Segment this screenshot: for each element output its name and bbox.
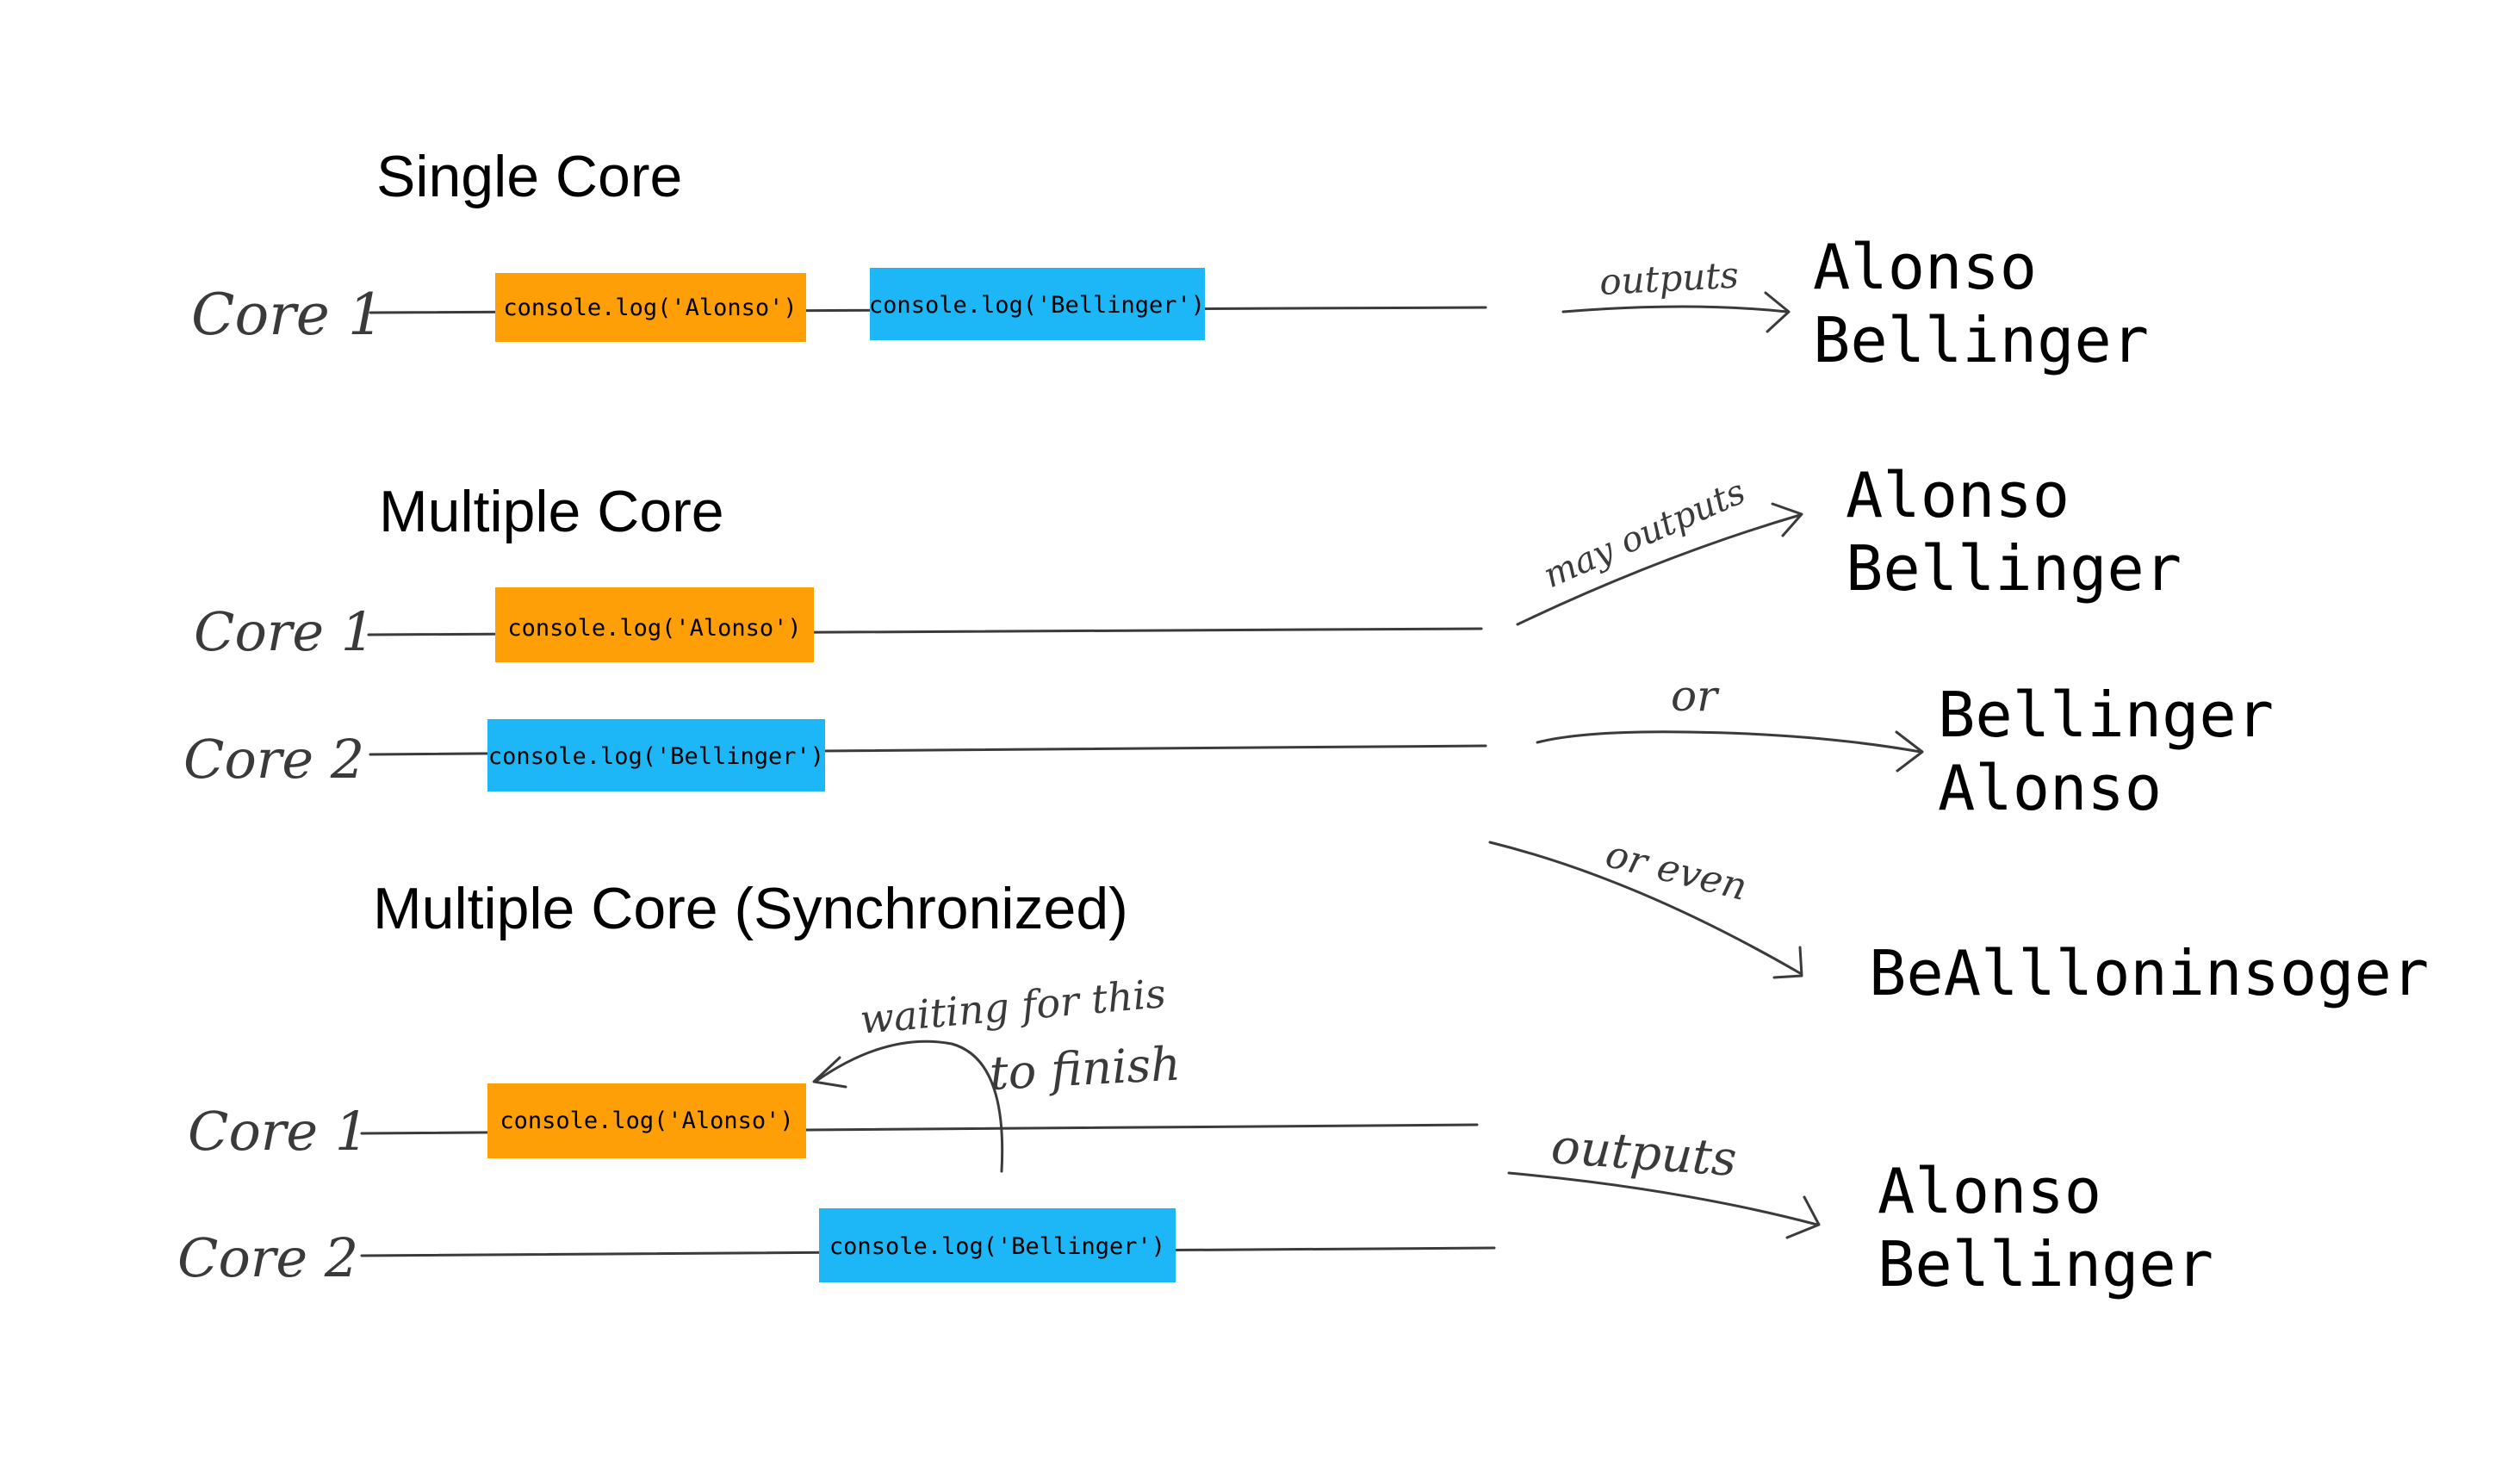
multiple-bellinger-box: [487, 719, 825, 791]
sync-output-line1: Alonso: [1878, 1155, 2101, 1227]
multiple-output1-line2: Bellinger: [1846, 532, 2182, 605]
sync-wait-label-line2: to finish: [988, 1036, 1182, 1101]
multiple-or-even-arrowhead: [1772, 946, 1803, 979]
multiple-output3: BeAllloninsoger: [1869, 937, 2429, 1009]
multiple-may-outputs-arrow: [1516, 513, 1802, 626]
single-output-line1: Alonso: [1813, 231, 2037, 303]
single-alonso-box: [495, 273, 806, 342]
sync-bellinger-box-label: console.log('Bellinger'): [829, 1233, 1165, 1260]
sync-core1-label: Core 1: [188, 1100, 369, 1163]
multiple-bellinger-box-label: console.log('Bellinger'): [488, 743, 824, 770]
sync-alonso-box-label: console.log('Alonso'): [500, 1108, 793, 1134]
single-core-title: Single Core: [376, 144, 682, 209]
sync-alonso-box: [487, 1083, 806, 1158]
sync-core2-label: Core 2: [177, 1226, 358, 1289]
single-outputs-arrow: [1561, 305, 1789, 313]
multiple-may-outputs-arrowhead: [1771, 502, 1803, 537]
multiple-or-arrowhead: [1895, 730, 1924, 773]
sync-wait-arrowhead: [812, 1056, 847, 1089]
sync-wait-label-line1: waiting for this: [858, 970, 1168, 1043]
multiple-or-even-label: or even: [1601, 832, 1751, 909]
single-outputs-arrowhead: [1764, 291, 1791, 333]
sync-wait-arrow: [815, 1039, 1004, 1173]
single-bellinger-box: [870, 268, 1205, 340]
multiple-or-even-arrow: [1488, 841, 1802, 975]
single-core1-label: Core 1: [191, 282, 384, 348]
single-bellinger-box-label: console.log('Bellinger'): [869, 292, 1205, 319]
multiple-output2-line1: Bellinger: [1938, 679, 2274, 751]
sync-bellinger-box: [819, 1208, 1176, 1282]
multiple-output2-line2: Alonso: [1938, 752, 2162, 824]
multiple-core2-label: Core 2: [183, 728, 364, 791]
multiple-or-arrow: [1536, 730, 1922, 754]
multiple-output1-line1: Alonso: [1846, 459, 2070, 531]
multiple-alonso-box-label: console.log('Alonso'): [507, 615, 801, 642]
sync-output-line2: Bellinger: [1878, 1228, 2213, 1300]
sync-core-title: Multiple Core (Synchronized): [373, 876, 1128, 941]
multiple-core-title: Multiple Core: [379, 479, 724, 544]
multiple-alonso-box: [495, 587, 814, 662]
sync-outputs-arrow: [1507, 1171, 1819, 1226]
multiple-may-outputs-label: may outputs: [1537, 472, 1751, 596]
single-outputs-label: outputs: [1598, 254, 1740, 303]
single-alonso-box-label: console.log('Alonso'): [503, 295, 797, 321]
multiple-or-label: or: [1671, 671, 1720, 721]
multiple-core1-label: Core 1: [194, 600, 375, 663]
sync-outputs-label: outputs: [1549, 1119, 1738, 1188]
single-output-line2: Bellinger: [1813, 304, 2149, 376]
sync-outputs-arrowhead: [1785, 1195, 1821, 1239]
